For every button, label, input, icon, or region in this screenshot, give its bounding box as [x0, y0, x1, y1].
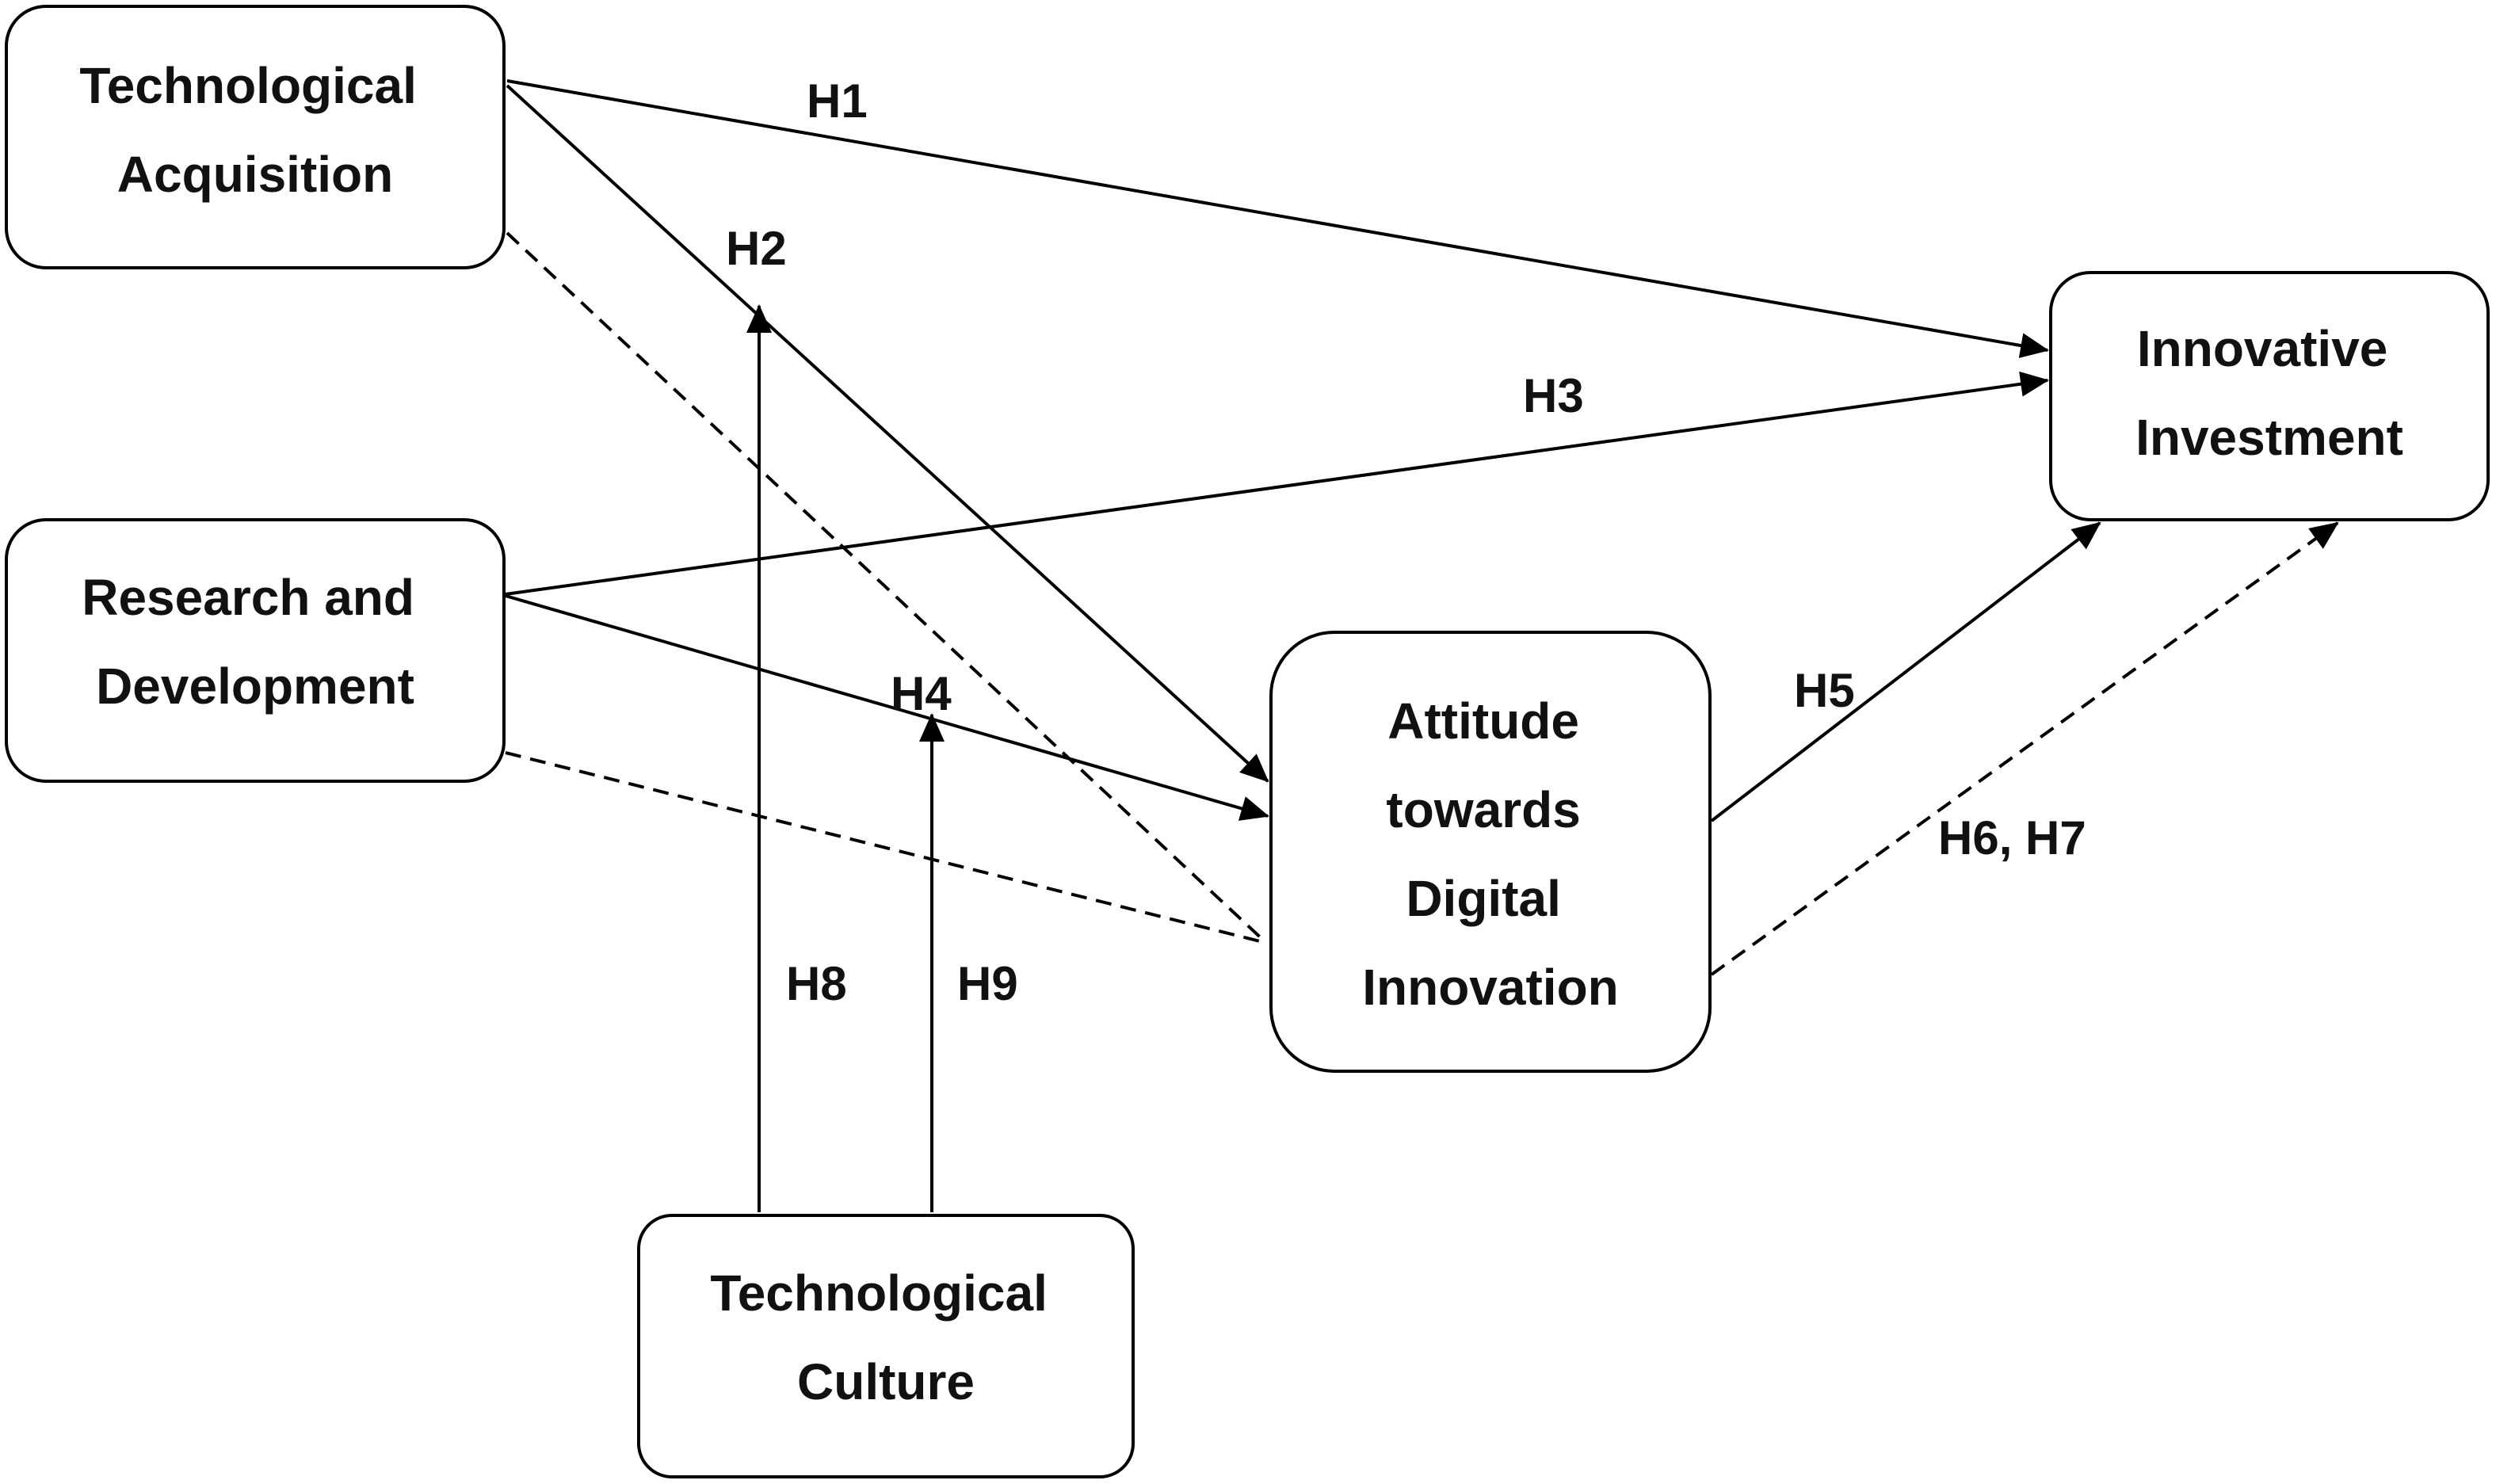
node-research-and-development: Research and Development — [5, 518, 506, 783]
label-h6-h7: H6, H7 — [1938, 811, 2086, 864]
node-label-line: Technological — [710, 1265, 1048, 1322]
node-label-line: Development — [96, 658, 414, 715]
edge-h4 — [505, 594, 1269, 821]
node-label-line: Technological — [79, 57, 417, 114]
node-label-line: Innovation — [1362, 959, 1619, 1016]
node-label-line: Culture — [797, 1353, 975, 1410]
edge-h5 — [1710, 521, 2101, 822]
node-attitude-towards-digital-innovation: Attitude towards Digital Innovation — [1269, 631, 1712, 1073]
edge-dashed-acquisition-attitude — [506, 231, 1268, 944]
edge-h2 — [506, 84, 1269, 783]
node-label-line: Innovative — [2137, 320, 2388, 377]
node-technological-acquisition: Technological Acquisition — [5, 5, 506, 269]
svg-text:Technological Acquisitio: Technological Acquisition — [79, 57, 430, 203]
edge-h6-h7 — [1710, 521, 2339, 976]
svg-text:Attitude towards D: Attitude towards Digital Innovation — [1362, 692, 1619, 1016]
node-label-line: Attitude — [1387, 692, 1579, 750]
node-label-line: towards — [1386, 781, 1580, 838]
node-label-line: Acquisition — [117, 146, 393, 203]
edge-h1 — [506, 79, 2049, 358]
svg-text:Technological Culture: Technological Culture — [710, 1265, 1061, 1410]
label-h3: H3 — [1523, 369, 1584, 422]
label-h5: H5 — [1794, 664, 1855, 717]
label-h2: H2 — [726, 222, 787, 275]
node-technological-culture: Technological Culture — [637, 1214, 1135, 1478]
edge-dashed-rd-attitude — [505, 751, 1267, 944]
label-h9: H9 — [957, 957, 1018, 1010]
label-h1: H1 — [807, 74, 868, 128]
edge-h3 — [505, 371, 2049, 596]
label-h8: H8 — [786, 957, 847, 1010]
label-h4: H4 — [891, 667, 952, 720]
node-label-line: Research and — [82, 569, 414, 626]
node-innovative-investment: Innovative Investment — [2049, 271, 2490, 521]
svg-text:Innovative Investment: Innovative Investment — [2135, 320, 2403, 466]
node-label-line: Digital — [1406, 870, 1561, 927]
node-label-line: Investment — [2135, 409, 2403, 466]
svg-text:Research and Development: Research and Development — [82, 569, 429, 715]
